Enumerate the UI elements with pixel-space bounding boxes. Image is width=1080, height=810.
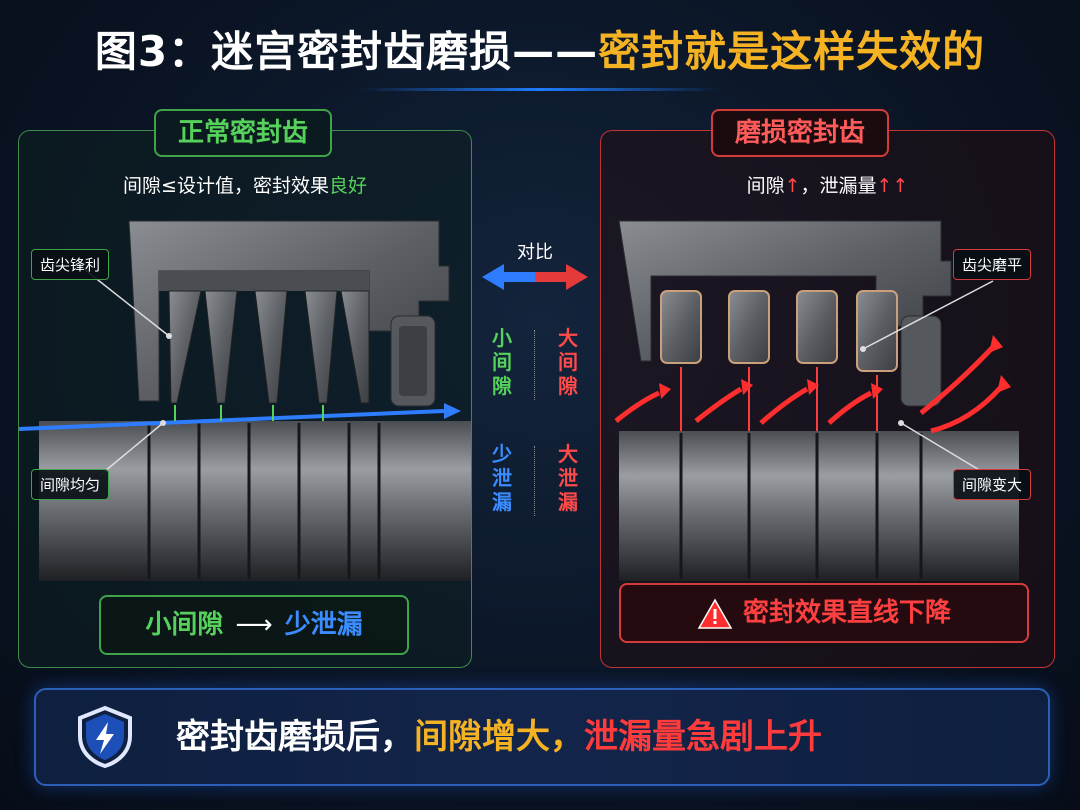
- compare-label: 对比: [517, 242, 553, 263]
- title-highlight: 密封就是这样失效的: [598, 27, 986, 76]
- shield-lightning-icon: [78, 705, 132, 769]
- leak-flow-small: [19, 409, 445, 431]
- conclusion-text: 密封齿磨损后，间隙增大，泄漏量急剧上升: [176, 717, 822, 757]
- comparison-column: 对比 小间隙 大间隙 少泄漏 大泄漏: [470, 130, 600, 670]
- conclusion-banner: 密封齿磨损后，间隙增大，泄漏量急剧上升: [34, 688, 1050, 786]
- more-leak-vertical: 大泄漏: [558, 442, 578, 514]
- worn-seal-title: 磨损密封齿: [711, 109, 890, 157]
- rotor-shaft: [39, 421, 471, 581]
- page-title: 图3：迷宫密封齿磨损——密封就是这样失效的: [0, 18, 1080, 79]
- worn-seal-diagram: [614, 220, 1019, 581]
- sharp-tip-label: 齿尖锋利: [31, 249, 110, 280]
- worn-seal-panel: 磨损密封齿 间隙↑，泄漏量↑↑: [600, 109, 1055, 668]
- normal-seal-subtitle: 间隙≤设计值，密封效果良好: [123, 175, 367, 197]
- big-gap-vertical: 大间隙: [558, 326, 578, 398]
- less-leak-vertical: 少泄漏: [492, 442, 512, 514]
- title-main: 图3：迷宫密封齿磨损——: [94, 27, 599, 76]
- small-gap-vertical: 小间隙: [492, 326, 512, 398]
- title-underline: [360, 88, 720, 91]
- normal-seal-result: 小间隙⟶少泄漏: [99, 595, 409, 655]
- normal-seal-title: 正常密封齿: [154, 109, 333, 157]
- normal-seal-panel: 正常密封齿 间隙≤设计值，密封效果良好: [18, 109, 472, 668]
- worn-rotor-shaft: [619, 431, 1019, 581]
- normal-seal-diagram: [19, 220, 471, 581]
- worn-seal-subtitle: 间隙↑，泄漏量↑↑: [746, 175, 909, 197]
- leak-flow-large: [614, 345, 1003, 434]
- large-gap-label: 间隙变大: [953, 469, 1032, 500]
- compare-arrows: [482, 264, 588, 290]
- flat-tip-label: 齿尖磨平: [953, 249, 1032, 280]
- warning-icon: [697, 597, 733, 629]
- even-gap-label: 间隙均匀: [31, 469, 110, 500]
- worn-seal-result: 密封效果直线下降: [619, 583, 1029, 643]
